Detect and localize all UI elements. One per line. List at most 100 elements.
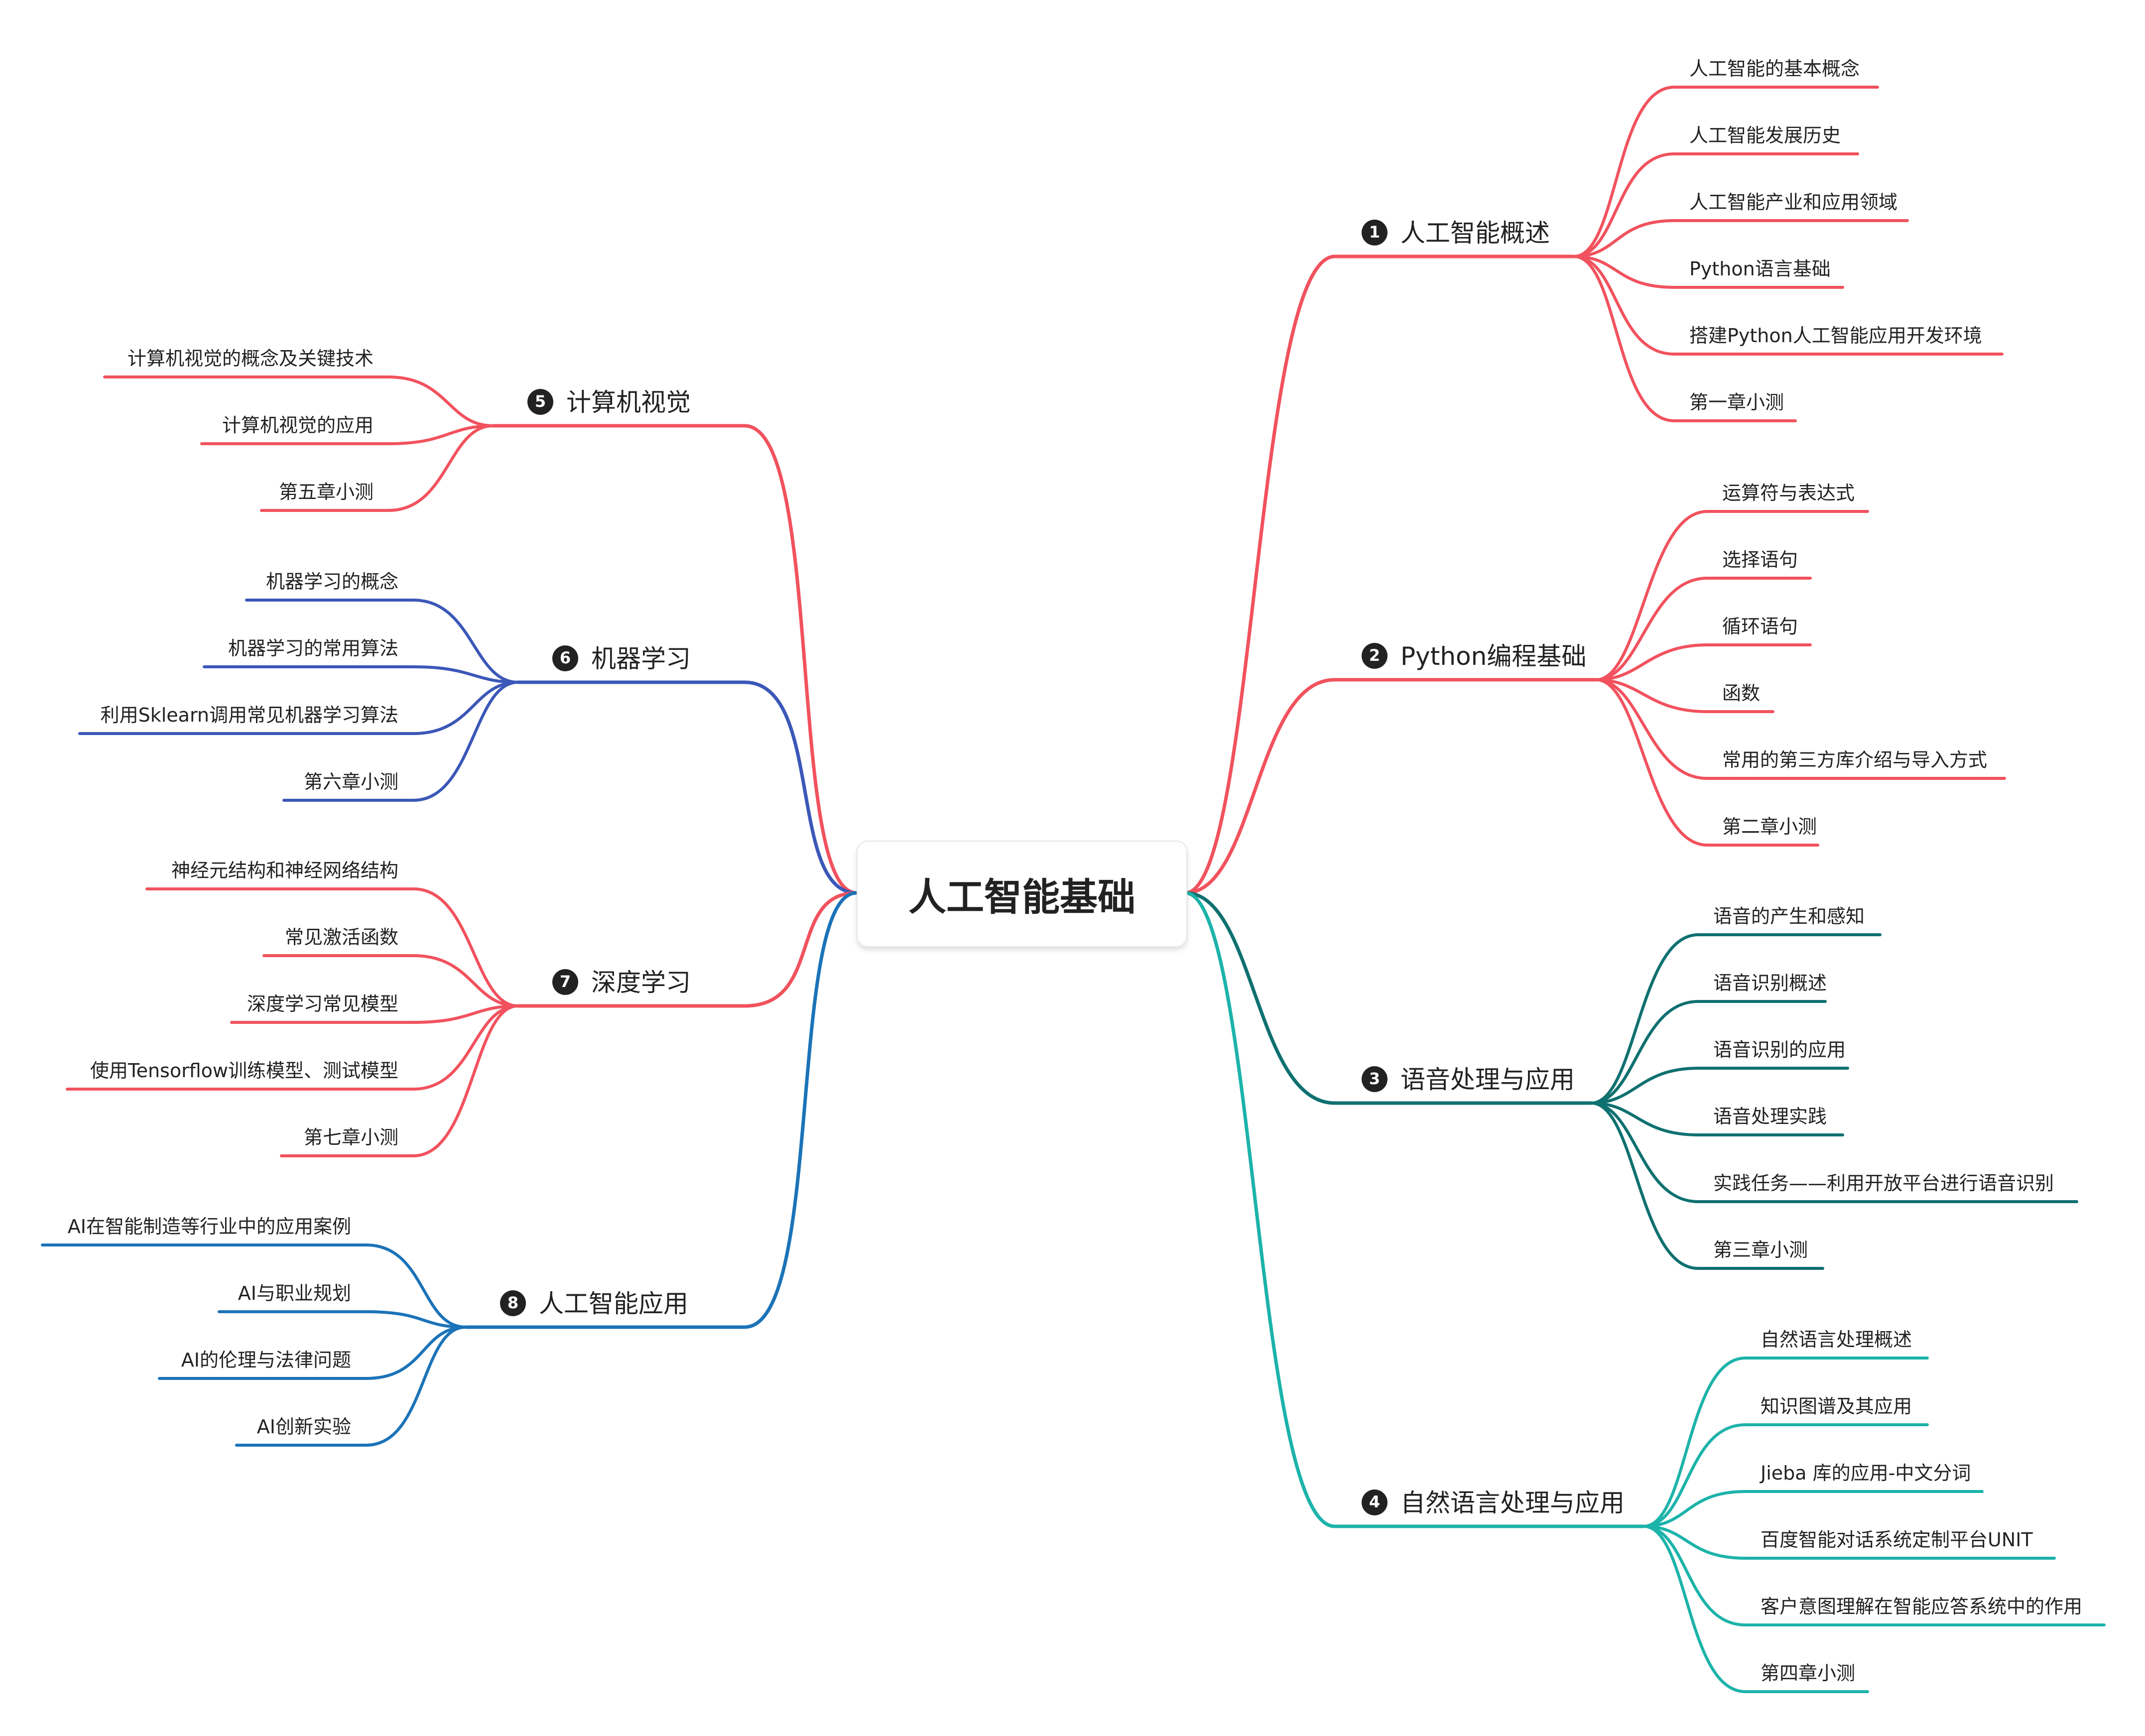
branch-7-leaf-3[interactable]: 深度学习常见模型	[247, 993, 398, 1015]
branch-3-leaf-3[interactable]: 语音识别的应用	[1713, 1039, 1846, 1061]
branch-4-leaf-4-connector	[1642, 1525, 1747, 1560]
branch-6-leaf-4-connector	[412, 681, 519, 802]
connector-lines	[41, 86, 2106, 1693]
branch-1-leaf-5-connector	[1572, 255, 1676, 356]
branch-7-leaf-5[interactable]: 第七章小测	[304, 1126, 398, 1148]
branch-8-leaf-3-connector	[365, 1326, 467, 1380]
branch-1-leaf-6[interactable]: 第一章小测	[1689, 391, 1784, 413]
branch-4-leaf-2[interactable]: 知识图谱及其应用	[1761, 1395, 1912, 1417]
branch-2-leaf-5-connector	[1595, 678, 1709, 780]
branch-6-label: 机器学习	[591, 644, 691, 673]
branch-8-leaf-4-connector	[365, 1326, 467, 1447]
branch-8-number: 8	[507, 1293, 518, 1312]
branch-8-label: 人工智能应用	[539, 1289, 688, 1318]
branch-1-label: 人工智能概述	[1400, 219, 1550, 248]
branch-6-topic[interactable]: 6 机器学习	[552, 644, 691, 673]
branch-2-leaf-1[interactable]: 运算符与表达式	[1722, 482, 1855, 504]
branch-7-leaf-2-connector	[412, 954, 519, 1007]
branch-2-topic[interactable]: 2 Python编程基础	[1362, 642, 1586, 671]
branch-2-leaf-4-connector	[1595, 678, 1709, 713]
branch-2-number: 2	[1369, 646, 1380, 665]
branch-7-leaf-1-connector	[412, 887, 519, 1007]
branch-4-leaf-2-connector	[1642, 1423, 1747, 1528]
branch-1-leaf-4-connector	[1572, 255, 1676, 289]
branch-8-number-badge	[500, 1290, 526, 1316]
branch-8-leaf-2-connector	[365, 1310, 467, 1329]
branch-8-leaf-3[interactable]: AI的伦理与法律问题	[181, 1349, 351, 1371]
branch-8-leaf-1[interactable]: AI在智能制造等行业中的应用案例	[68, 1216, 351, 1238]
branch-6-leaf-4[interactable]: 第六章小测	[304, 771, 398, 793]
branch-3-connector	[1183, 891, 1337, 1105]
branch-8-topic[interactable]: 8 人工智能应用	[500, 1289, 688, 1318]
branch-6-number: 6	[560, 648, 571, 667]
branch-6-connector	[743, 680, 859, 895]
branch-6-leaf-1[interactable]: 机器学习的概念	[266, 571, 398, 593]
branch-8-leaf-4[interactable]: AI创新实验	[257, 1416, 351, 1438]
branch-2-leaf-2-connector	[1595, 577, 1709, 681]
branch-3-leaf-2[interactable]: 语音识别概述	[1713, 972, 1827, 994]
branch-5-number: 5	[535, 392, 546, 411]
branch-1-leaf-2-connector	[1572, 152, 1676, 258]
branch-4-leaf-5[interactable]: 客户意图理解在智能应答系统中的作用	[1761, 1596, 2082, 1617]
branch-8-leaf-1-connector	[365, 1243, 467, 1329]
branch-4-leaf-1-connector	[1642, 1357, 1747, 1528]
branch-7-leaf-1[interactable]: 神经元结构和神经网络结构	[171, 860, 398, 881]
branch-1-leaf-1[interactable]: 人工智能的基本概念	[1689, 58, 1860, 80]
branch-3-number-badge	[1362, 1066, 1388, 1092]
branch-5-leaf-3-connector	[387, 424, 495, 512]
branch-4-leaf-1[interactable]: 自然语言处理概述	[1761, 1329, 1912, 1351]
branch-1-leaf-3[interactable]: 人工智能产业和应用领域	[1689, 191, 1897, 213]
branch-6-leaf-3-connector	[412, 681, 519, 735]
branch-2-leaf-4[interactable]: 函数	[1722, 682, 1760, 704]
branch-6-leaf-2[interactable]: 机器学习的常用算法	[228, 637, 398, 659]
branch-7-leaf-2[interactable]: 常见激活函数	[285, 926, 398, 948]
branch-8-leaf-2[interactable]: AI与职业规划	[238, 1282, 351, 1304]
branch-7-leaf-5-connector	[412, 1004, 519, 1157]
branch-4-leaf-3[interactable]: Jieba 库的应用-中文分词	[1760, 1462, 1971, 1484]
branch-7-number: 7	[560, 972, 571, 991]
branch-5-leaf-2[interactable]: 计算机视觉的应用	[222, 414, 374, 436]
branch-2-leaf-6-connector	[1595, 678, 1709, 847]
branch-3-leaf-3-connector	[1590, 1067, 1700, 1105]
branch-4-leaf-5-connector	[1642, 1525, 1747, 1626]
branch-5-number-badge	[527, 389, 553, 415]
branch-3-label: 语音处理与应用	[1400, 1065, 1575, 1094]
branch-2-leaf-2[interactable]: 选择语句	[1722, 549, 1798, 571]
branch-1-leaf-5[interactable]: 搭建Python人工智能应用开发环境	[1689, 325, 1982, 347]
branch-6-number-badge	[552, 645, 578, 671]
branch-1-leaf-2[interactable]: 人工智能发展历史	[1689, 124, 1841, 146]
branch-2-leaf-5[interactable]: 常用的第三方库介绍与导入方式	[1722, 749, 1987, 771]
branch-1-leaf-3-connector	[1572, 219, 1676, 258]
branch-3-leaf-1[interactable]: 语音的产生和感知	[1713, 905, 1865, 927]
branch-7-leaf-4[interactable]: 使用Tensorflow训练模型、测试模型	[90, 1060, 398, 1082]
branch-1-connector	[1183, 254, 1337, 895]
branch-2-leaf-1-connector	[1595, 510, 1709, 681]
branch-4-leaf-6[interactable]: 第四章小测	[1761, 1662, 1855, 1684]
branch-2-leaf-3-connector	[1595, 643, 1709, 681]
branch-2-leaf-3[interactable]: 循环语句	[1722, 616, 1798, 637]
branch-3-leaf-5-connector	[1590, 1102, 1700, 1203]
branch-4-leaf-4[interactable]: 百度智能对话系统定制平台UNIT	[1761, 1529, 2033, 1551]
branch-6-leaf-3[interactable]: 利用Sklearn调用常见机器学习算法	[101, 704, 398, 726]
branch-7-number-badge	[552, 969, 578, 995]
branch-7-leaf-4-connector	[412, 1004, 519, 1091]
branch-2-leaf-6[interactable]: 第二章小测	[1722, 816, 1817, 838]
branch-5-leaf-1[interactable]: 计算机视觉的概念及关键技术	[127, 348, 374, 370]
branch-3-leaf-5[interactable]: 实践任务——利用开放平台进行语音识别	[1713, 1172, 2054, 1194]
branch-5-leaf-3[interactable]: 第五章小测	[279, 481, 374, 503]
branch-4-label: 自然语言处理与应用	[1400, 1488, 1625, 1517]
branch-3-leaf-4[interactable]: 语音处理实践	[1713, 1106, 1827, 1127]
central-topic[interactable]: 人工智能基础	[857, 841, 1187, 947]
branch-5-leaf-2-connector	[387, 424, 495, 445]
branch-1-leaf-4[interactable]: Python语言基础	[1689, 258, 1831, 280]
branch-2-label: Python编程基础	[1400, 642, 1586, 671]
branch-5-connector	[743, 424, 859, 895]
branch-3-leaf-6[interactable]: 第三章小测	[1713, 1239, 1808, 1261]
